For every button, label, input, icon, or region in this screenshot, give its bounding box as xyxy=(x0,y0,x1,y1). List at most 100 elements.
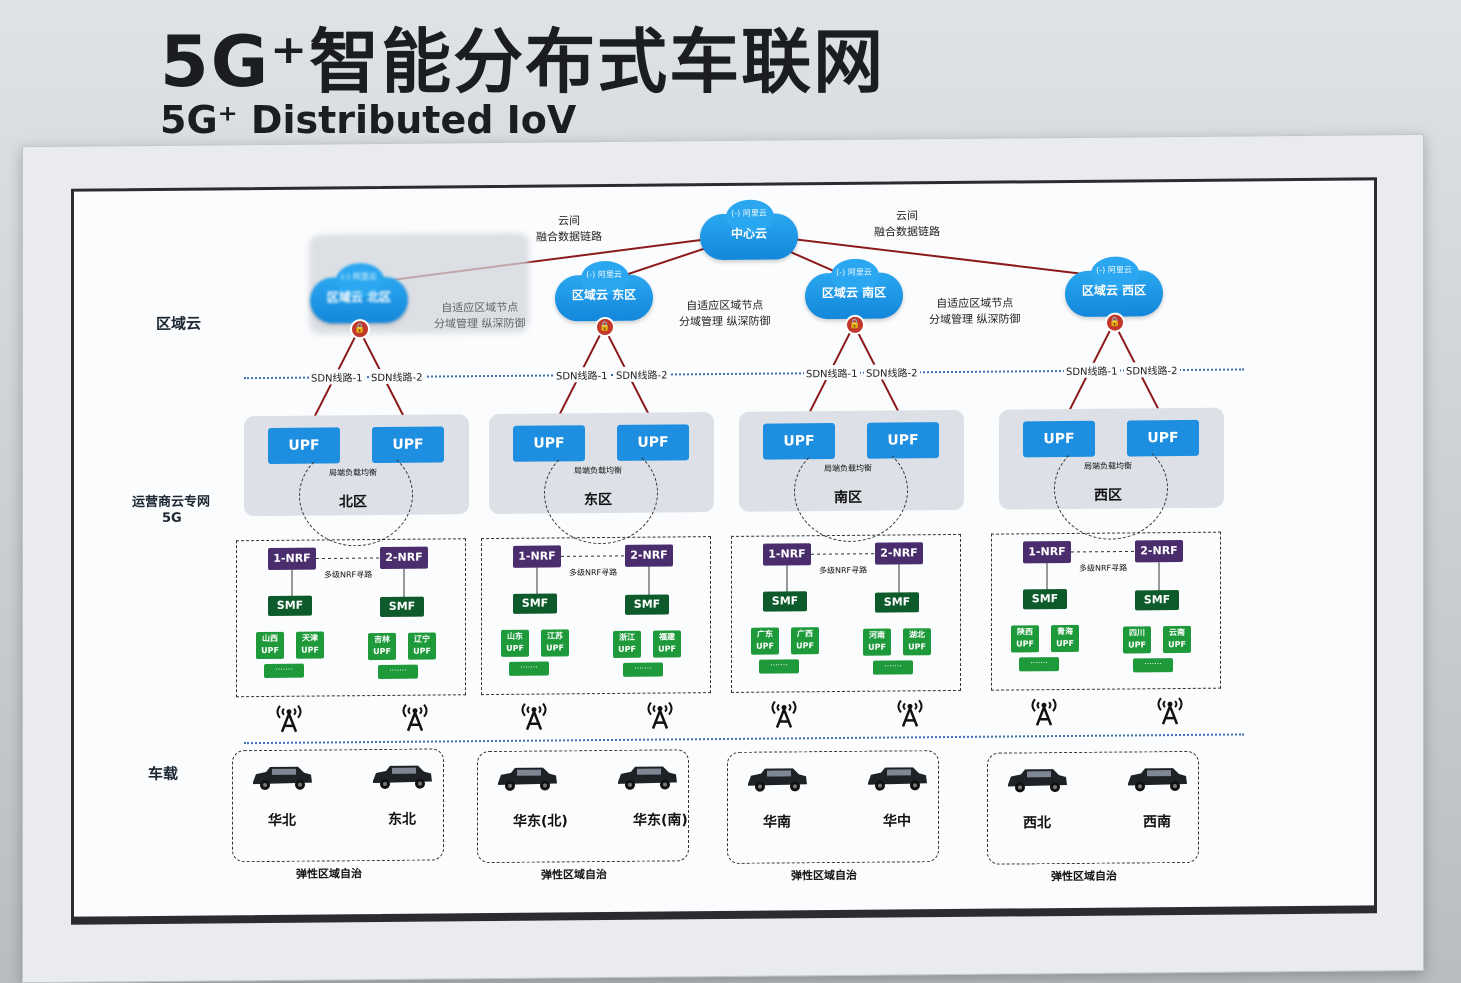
site-name: 山东 xyxy=(507,631,523,641)
cell-tower-icon xyxy=(895,694,925,728)
multi-level-nrf-label: 多级NRF寻路 xyxy=(569,567,618,578)
smf-1[interactable]: SMF xyxy=(513,593,557,614)
nrf-2[interactable]: 2-NRF xyxy=(380,546,428,569)
provincial-upf[interactable]: 福建 UPF xyxy=(653,630,681,658)
cloud-brand-label: (-) 阿里云 xyxy=(1096,265,1132,275)
vehicle-region-label: 东北 xyxy=(388,811,416,828)
regional-cloud-label: 区域云 东区 xyxy=(571,287,637,303)
site-name: 湖北 xyxy=(909,630,925,640)
sdn-line-2-label: SDN线路-2 xyxy=(1124,362,1180,378)
smf-2[interactable]: SMF xyxy=(875,592,919,613)
nrf-2[interactable]: 2-NRF xyxy=(625,544,673,567)
link-line2: 融合数据链路 xyxy=(874,225,940,239)
nrf-1[interactable]: 1-NRF xyxy=(513,545,561,568)
zone-name: 北区 xyxy=(339,494,367,511)
sdn-line-1-label: SDN线路-1 xyxy=(1064,362,1120,379)
nrf-1[interactable]: 1-NRF xyxy=(268,547,316,570)
security-lock-icon: 🔒 xyxy=(845,314,865,335)
smf-2[interactable]: SMF xyxy=(625,594,669,615)
regional-cloud[interactable]: (-) 阿里云区域云 北区 xyxy=(310,272,408,324)
nrf-2[interactable]: 2-NRF xyxy=(875,542,923,565)
note-line2: 分域管理 纵深防御 xyxy=(679,314,771,329)
cloud-brand-label: (-) 阿里云 xyxy=(836,267,872,278)
cloud-brand-label: (-) 阿里云 xyxy=(731,208,767,218)
nrf-2[interactable]: 2-NRF xyxy=(1135,539,1183,563)
zone-name: 西区 xyxy=(1094,487,1122,504)
vehicle-region-label: 华中 xyxy=(883,813,911,830)
site-name: 福建 xyxy=(659,632,675,642)
site-name: 天津 xyxy=(302,633,318,643)
more-upf-sites: ······· xyxy=(264,663,304,679)
smf-2[interactable]: SMF xyxy=(1135,590,1179,611)
upf-tag: UPF xyxy=(1168,639,1186,650)
inter-cloud-link-right: 云间 融合数据链路 xyxy=(874,208,940,241)
regional-cloud[interactable]: (-) 阿里云区域云 南区 xyxy=(805,268,903,320)
security-lock-icon: 🔒 xyxy=(595,316,615,338)
cell-tower-icon xyxy=(274,700,304,734)
regional-cloud[interactable]: (-) 阿里云区域云 西区 xyxy=(1065,265,1163,318)
label-operator-net: 运营商云专网 xyxy=(132,494,211,511)
suv-car-icon xyxy=(250,764,314,793)
site-name: 吉林 xyxy=(374,634,390,645)
regional-cloud-label: 区域云 西区 xyxy=(1081,283,1147,298)
regional-cloud-label: 区域云 北区 xyxy=(326,289,392,305)
smf-1[interactable]: SMF xyxy=(763,591,807,612)
link-line1: 云间 xyxy=(558,214,580,228)
upf-tag: UPF xyxy=(908,642,926,652)
smf-1[interactable]: SMF xyxy=(1023,588,1067,610)
note-line1: 自适应区域节点 xyxy=(936,296,1014,311)
connector-line xyxy=(561,555,625,557)
label-5g: 5G xyxy=(162,510,182,526)
nrf-1[interactable]: 1-NRF xyxy=(1023,540,1071,564)
connector-line xyxy=(811,553,875,555)
display-frame: 区域云 运营商云专网 5G 车载 (-) 阿里云 中心云 云间 融合数据链路 云… xyxy=(22,133,1424,983)
vehicle-region-label: 华北 xyxy=(268,812,296,829)
security-lock-icon: 🔒 xyxy=(1105,312,1125,333)
suv-car-icon xyxy=(1005,766,1069,795)
upf-tag: UPF xyxy=(546,643,564,653)
suv-car-icon xyxy=(865,764,929,793)
upf-tag: UPF xyxy=(658,644,676,654)
suv-car-icon xyxy=(1125,765,1189,794)
connector-line xyxy=(1071,550,1135,553)
suv-car-icon xyxy=(615,763,679,792)
link-line1: 云间 xyxy=(896,209,918,223)
more-upf-sites: ······· xyxy=(873,660,913,675)
more-upf-sites: ······· xyxy=(1133,658,1173,673)
upf-tag: UPF xyxy=(1016,639,1034,649)
multi-level-nrf-label: 多级NRF寻路 xyxy=(1079,563,1128,573)
smf-2[interactable]: SMF xyxy=(380,596,424,617)
upf-tag: UPF xyxy=(1056,638,1074,649)
elastic-autonomy-label: 弹性区域自治 xyxy=(541,868,607,882)
adaptive-node-note: 自适应区域节点分域管理 纵深防御 xyxy=(679,298,771,331)
multi-level-nrf-label: 多级NRF寻路 xyxy=(819,565,868,576)
vehicle-region-label: 西南 xyxy=(1143,814,1171,831)
vehicle-region-label: 华东(南) xyxy=(633,812,688,829)
sdn-line-1-label: SDN线路-1 xyxy=(554,366,610,383)
smf-1[interactable]: SMF xyxy=(268,595,312,616)
center-cloud[interactable]: (-) 阿里云 中心云 xyxy=(700,209,798,261)
upf-tag: UPF xyxy=(618,644,636,654)
note-line2: 分域管理 纵深防御 xyxy=(434,316,526,331)
wall-title: 5G⁺智能分布式车联网 xyxy=(160,21,886,103)
nrf-1[interactable]: 1-NRF xyxy=(763,543,811,566)
diagram-screen: 区域云 运营商云专网 5G 车载 (-) 阿里云 中心云 云间 融合数据链路 云… xyxy=(71,177,1377,925)
adaptive-node-note: 自适应区域节点分域管理 纵深防御 xyxy=(434,300,526,333)
regional-cloud[interactable]: (-) 阿里云区域云 东区 xyxy=(555,270,653,322)
sdn-line-2-label: SDN线路-2 xyxy=(864,364,920,380)
provincial-upf[interactable]: 湖北 UPF xyxy=(903,628,931,656)
